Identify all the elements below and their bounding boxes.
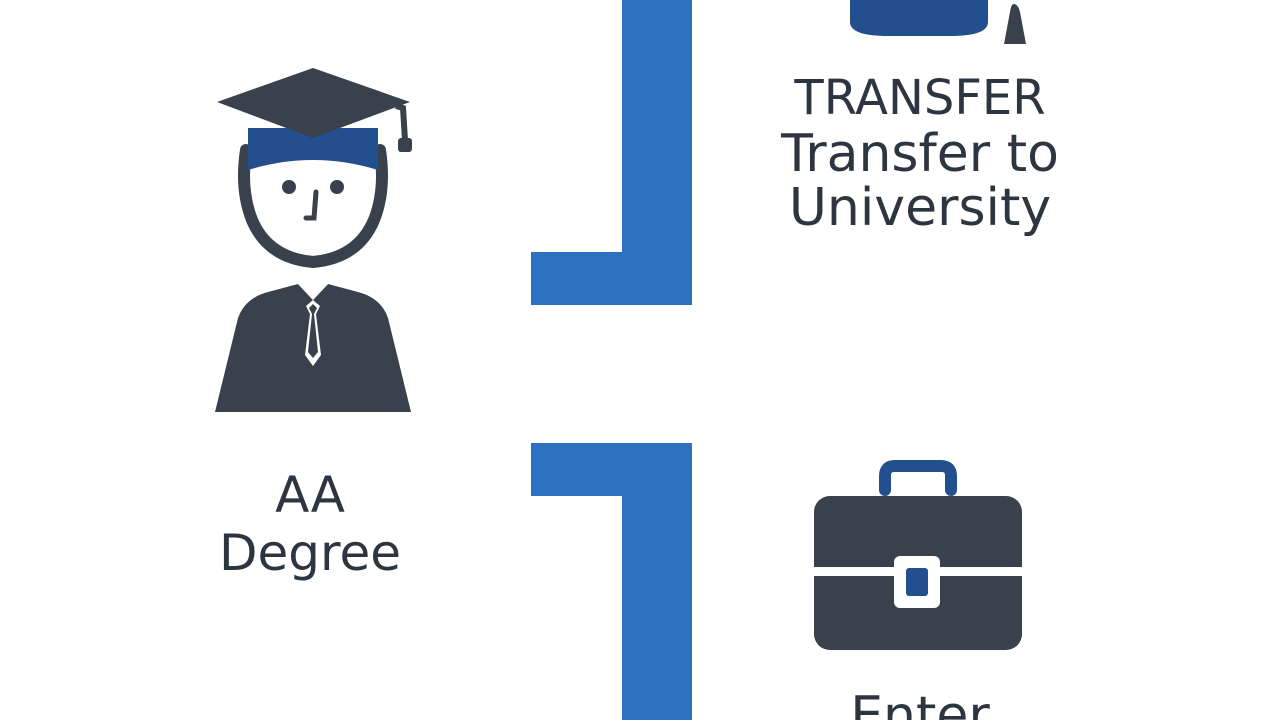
shirt-collar [298, 284, 328, 300]
tassel-cord [395, 103, 408, 141]
connector-upper-horizontal [531, 252, 692, 305]
tassel-end [398, 138, 412, 152]
aa-degree-line2: Degree [219, 524, 401, 582]
transfer-line3: University [788, 178, 1052, 238]
connector-lower-vertical [622, 443, 692, 720]
connector-lower [531, 443, 692, 720]
left-eye [282, 180, 296, 194]
connector-upper [531, 0, 692, 305]
tie-inner [308, 304, 318, 358]
right-eye [330, 180, 344, 194]
transfer-heading: TRANSFER [794, 70, 1046, 126]
briefcase-clasp-inner [906, 568, 928, 596]
nose [303, 189, 319, 221]
head-outline [238, 144, 388, 269]
aa-degree-line1: AA [275, 466, 345, 524]
briefcase-handle [879, 460, 957, 496]
transfer-university-icon [850, 0, 1026, 44]
enter-line1: Enter [850, 686, 990, 720]
transfer-icon-base [850, 0, 988, 36]
graduate-person-icon [215, 68, 412, 412]
transfer-line2: Transfer to [781, 124, 1059, 184]
transfer-icon-tassel [1004, 4, 1026, 44]
mortarboard [217, 68, 410, 138]
cap-band [248, 128, 378, 170]
briefcase-icon [814, 460, 1022, 650]
